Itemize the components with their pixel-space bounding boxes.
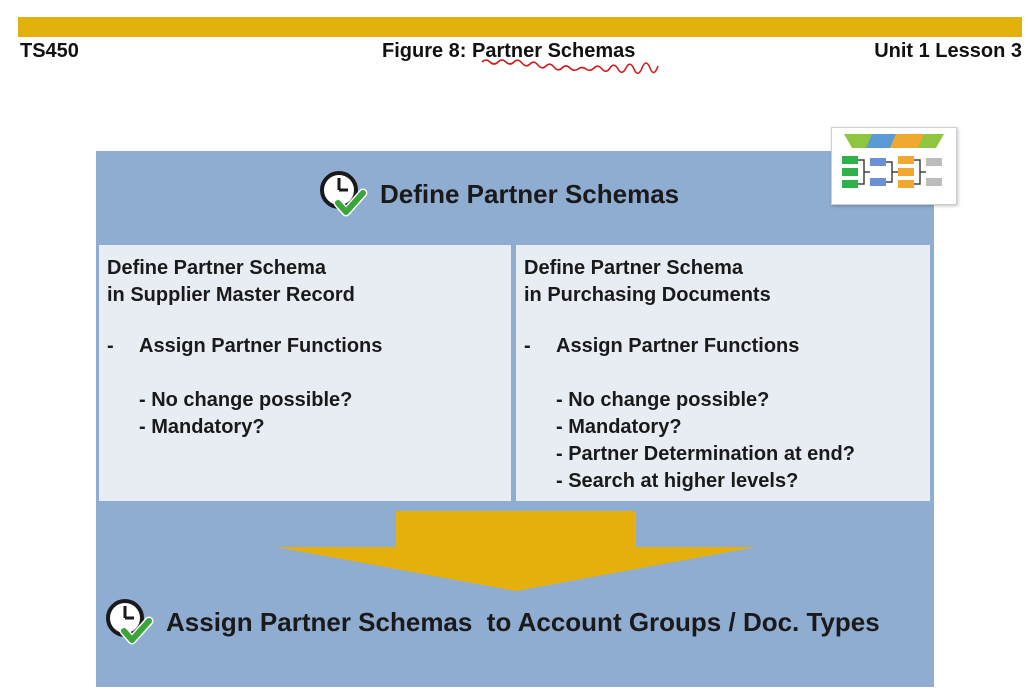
panel-heading-line: Define Partner Schema [524, 257, 743, 279]
assign-schemas-text: Assign Partner Schemas to Account Groups… [166, 607, 880, 637]
bullet-dash: - [524, 335, 531, 357]
supplier-master-panel: Define Partner Schema in Supplier Master… [99, 245, 511, 501]
purchasing-documents-panel: Define Partner Schema in Purchasing Docu… [516, 245, 930, 501]
process-diagram-icon [831, 127, 957, 205]
header-accent-bar [18, 17, 1022, 37]
process-diagram-graphic [842, 134, 944, 188]
slide-title: Define Partner Schemas [380, 179, 680, 209]
bullet-item: - Assign Partner Functions [107, 335, 382, 358]
sub-item: - Partner Determination at end? [556, 443, 855, 465]
course-code: TS450 [20, 40, 79, 62]
sub-item: - Mandatory? [556, 416, 682, 438]
spellcheck-underline [481, 59, 659, 74]
sub-item: - Mandatory? [139, 416, 265, 438]
bullet-dash: - [107, 335, 114, 357]
sub-item-list: - No change possible? - Mandatory? [139, 387, 352, 441]
clock-check-icon [106, 599, 154, 645]
down-arrow-icon [276, 511, 756, 591]
sub-item: - No change possible? [139, 389, 353, 411]
slide-title-row: Define Partner Schemas [96, 151, 934, 243]
panel-heading-line: in Purchasing Documents [524, 284, 771, 306]
bullet-item: - Assign Partner Functions [524, 335, 799, 358]
figure-title: Figure 8: Partner Schemas [382, 40, 636, 62]
sub-item: - Search at higher levels? [556, 470, 799, 492]
sub-item: - No change possible? [556, 389, 770, 411]
panel-heading-line: in Supplier Master Record [107, 284, 355, 306]
bullet-text: Assign Partner Functions [139, 335, 383, 357]
panel-heading: Define Partner Schema in Purchasing Docu… [524, 255, 771, 309]
slide: Define Partner Schemas Define Partner Sc… [96, 151, 934, 687]
panel-heading-line: Define Partner Schema [107, 257, 326, 279]
sub-item-list: - No change possible? - Mandatory? - Par… [556, 387, 855, 495]
clock-check-icon [320, 171, 368, 217]
unit-lesson: Unit 1 Lesson 3 [874, 40, 1022, 62]
bullet-text: Assign Partner Functions [556, 335, 800, 357]
panel-heading: Define Partner Schema in Supplier Master… [107, 255, 355, 309]
